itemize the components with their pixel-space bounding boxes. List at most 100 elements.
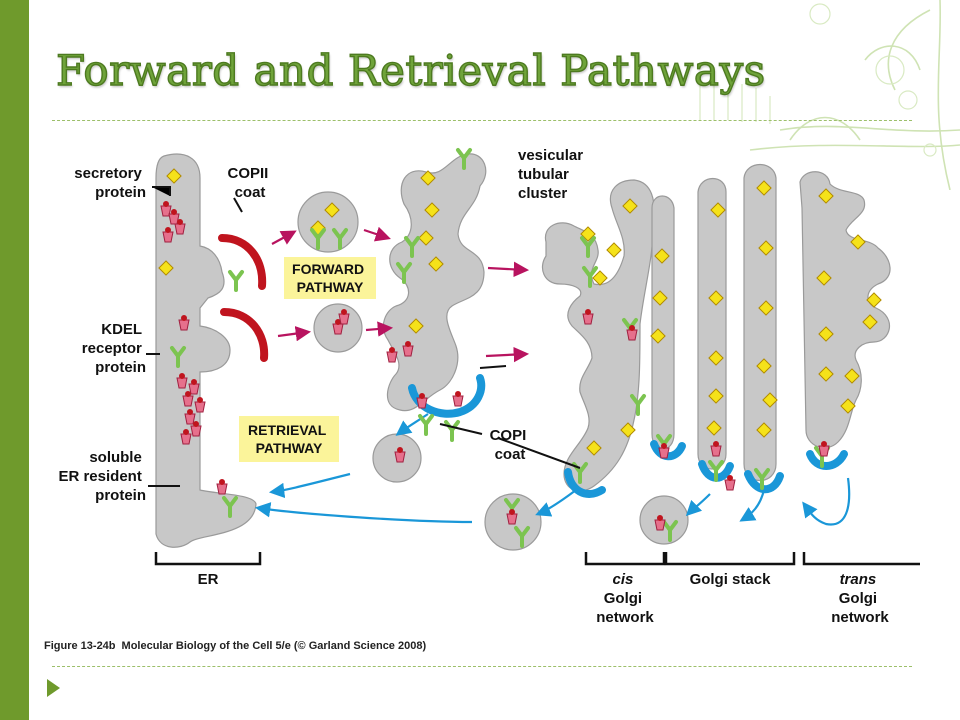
- cis-golgi-bracket-label: cis Golgi network: [596, 571, 654, 626]
- yellow-diamond-cargo-icon: [652, 290, 668, 306]
- pink-resident-protein-icon: [724, 475, 736, 491]
- label-leader-lines: [146, 186, 581, 487]
- pink-resident-protein-icon: [194, 397, 206, 413]
- yellow-diamond-cargo-icon: [816, 270, 832, 286]
- slide-title: Forward and Retrieval Pathways: [55, 45, 766, 95]
- caption-label: Figure 13-24b: [44, 640, 116, 652]
- figure-caption: Figure 13-24b Molecular Biology of the Ce…: [44, 640, 426, 652]
- yellow-diamond-cargo-icon: [420, 170, 436, 186]
- green-kdel-receptor-icon: [514, 526, 530, 548]
- pink-resident-protein-icon: [176, 373, 188, 389]
- yellow-diamond-cargo-icon: [758, 240, 774, 256]
- yellow-diamond-cargo-icon: [158, 260, 174, 276]
- yellow-diamond-cargo-icon: [762, 392, 778, 408]
- vesicular-tubular-cluster-label: vesicular tubular cluster: [518, 147, 587, 202]
- yellow-diamond-cargo-icon: [622, 198, 638, 214]
- pink-resident-protein-icon: [332, 319, 344, 335]
- cis-golgi-network: [541, 179, 656, 492]
- pink-resident-protein-icon: [386, 347, 398, 363]
- yellow-diamond-cargo-icon: [840, 398, 856, 414]
- yellow-diamond-cargo-icon: [756, 358, 772, 374]
- yellow-diamond-cargo-icon: [654, 248, 670, 264]
- yellow-diamond-cargo-icon: [580, 226, 596, 242]
- yellow-diamond-cargo-icon: [708, 290, 724, 306]
- yellow-diamond-cargo-icon: [620, 422, 636, 438]
- green-kdel-receptor-icon: [404, 236, 420, 258]
- golgi-stack-bracket-label: Golgi stack: [690, 571, 772, 588]
- pink-resident-protein-icon: [654, 515, 666, 531]
- yellow-diamond-cargo-icon: [606, 242, 622, 258]
- left-accent-bar: [0, 0, 29, 720]
- pink-resident-protein-icon: [178, 315, 190, 331]
- pink-resident-protein-icon: [174, 219, 186, 235]
- yellow-diamond-cargo-icon: [862, 314, 878, 330]
- green-kdel-receptor-icon: [662, 520, 678, 542]
- retrieval-pathway-box: [239, 416, 339, 462]
- er-compartment: [155, 153, 257, 548]
- resident-proteins: [160, 201, 830, 531]
- er-bracket-label: ER: [198, 571, 219, 588]
- retrieval-pathway-label: RETRIEVAL PATHWAY: [248, 422, 330, 456]
- yellow-diamond-cargo-icon: [166, 168, 182, 184]
- pink-resident-protein-icon: [216, 479, 228, 495]
- yellow-diamond-cargo-icon: [756, 180, 772, 196]
- yellow-diamond-cargo-icon: [710, 202, 726, 218]
- retrieval-vesicles: [372, 433, 689, 551]
- kdel-receptors: [170, 148, 830, 548]
- pathway-diagram: secretory protein KDEL receptor protein …: [58, 147, 920, 626]
- pink-resident-protein-icon: [338, 309, 350, 325]
- corner-decoration-icon: [699, 0, 960, 190]
- pink-resident-protein-icon: [402, 341, 414, 357]
- pink-resident-protein-icon: [416, 393, 428, 409]
- green-kdel-receptor-icon: [456, 148, 472, 170]
- yellow-diamond-cargo-icon: [708, 388, 724, 404]
- copii-coats: [218, 234, 269, 362]
- green-kdel-receptor-icon: [754, 468, 770, 490]
- green-kdel-receptor-icon: [630, 394, 646, 416]
- yellow-diamond-cargo-icon: [428, 256, 444, 272]
- pink-resident-protein-icon: [506, 509, 518, 525]
- next-arrow-icon: [47, 679, 60, 697]
- pink-resident-protein-icon: [658, 443, 670, 459]
- pink-resident-protein-icon: [188, 379, 200, 395]
- green-kdel-receptor-icon: [222, 496, 238, 518]
- yellow-diamond-cargo-icon: [818, 366, 834, 382]
- pink-resident-protein-icon: [182, 391, 194, 407]
- cargo-proteins: [158, 168, 882, 456]
- pink-resident-protein-icon: [452, 391, 464, 407]
- green-kdel-receptor-icon: [396, 262, 412, 284]
- kdel-receptor-label: KDEL receptor protein: [82, 321, 146, 376]
- green-kdel-receptor-icon: [418, 414, 434, 436]
- copii-coat-label: COPII coat: [227, 165, 272, 201]
- green-kdel-receptor-icon: [708, 460, 724, 482]
- yellow-diamond-cargo-icon: [592, 270, 608, 286]
- pink-resident-protein-icon: [626, 325, 638, 341]
- yellow-diamond-cargo-icon: [424, 202, 440, 218]
- forward-pathway-label: FORWARD PATHWAY: [292, 261, 368, 295]
- pink-resident-protein-icon: [394, 447, 406, 463]
- soluble-er-resident-label: soluble ER resident protein: [58, 449, 146, 504]
- bottom-divider: [52, 666, 912, 667]
- yellow-diamond-cargo-icon: [758, 300, 774, 316]
- yellow-diamond-cargo-icon: [818, 326, 834, 342]
- region-brackets: [154, 552, 920, 566]
- pink-resident-protein-icon: [818, 441, 830, 457]
- top-divider: [52, 120, 912, 121]
- yellow-diamond-cargo-icon: [818, 188, 834, 204]
- green-kdel-receptor-icon: [582, 266, 598, 288]
- yellow-diamond-cargo-icon: [408, 318, 424, 334]
- yellow-diamond-cargo-icon: [756, 422, 772, 438]
- green-kdel-receptor-icon: [580, 236, 596, 258]
- copi-coat-label: COPI coat: [490, 427, 531, 463]
- vesicular-tubular-cluster: [382, 153, 487, 412]
- pink-resident-protein-icon: [710, 441, 722, 457]
- pink-resident-protein-icon: [582, 309, 594, 325]
- green-kdel-receptor-icon: [310, 228, 326, 250]
- green-kdel-receptor-icon: [332, 228, 348, 250]
- pink-resident-protein-icon: [162, 227, 174, 243]
- yellow-diamond-cargo-icon: [324, 202, 340, 218]
- yellow-diamond-cargo-icon: [418, 230, 434, 246]
- green-kdel-receptor-icon: [170, 346, 186, 368]
- yellow-diamond-cargo-icon: [650, 328, 666, 344]
- caption-text: Molecular Biology of the Cell 5/e (© Gar…: [121, 640, 427, 652]
